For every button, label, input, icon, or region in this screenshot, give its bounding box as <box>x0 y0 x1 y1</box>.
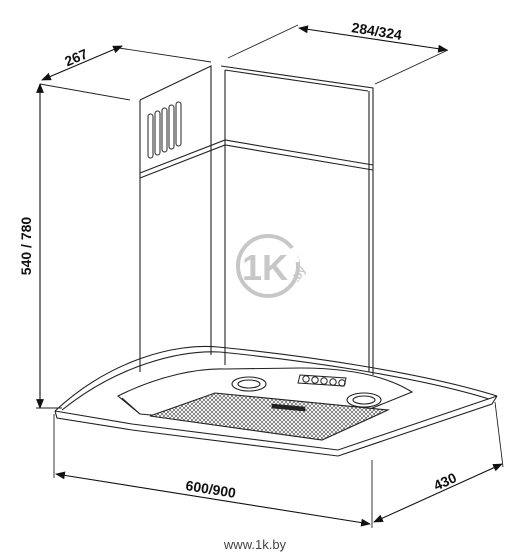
label-width: 600/900 <box>185 477 238 501</box>
label-depth: 430 <box>431 469 459 493</box>
extension-lines <box>36 24 504 528</box>
hood-outline <box>139 65 374 375</box>
filter-handle <box>271 403 306 412</box>
grease-filter <box>149 392 391 441</box>
lamp-left <box>231 376 267 392</box>
dim-line-chimney-depth <box>41 45 123 81</box>
label-chimney-width: 284/324 <box>351 19 404 43</box>
label-height: 540 / 780 <box>18 217 34 276</box>
watermark-logo: 1K .by <box>236 234 309 298</box>
label-chimney-depth: 267 <box>62 45 90 69</box>
vent-slots <box>147 101 182 159</box>
watermark-url: www.1k.by <box>223 537 287 552</box>
dim-line-chimney-width <box>298 25 448 53</box>
watermark-logo-text: 1K <box>242 247 288 288</box>
glass-canopy <box>54 345 498 457</box>
dimension-lines <box>36 25 503 527</box>
control-buttons <box>297 374 347 387</box>
lamp-right <box>346 392 382 408</box>
dim-line-width <box>55 471 371 527</box>
dim-line-depth <box>373 463 503 523</box>
